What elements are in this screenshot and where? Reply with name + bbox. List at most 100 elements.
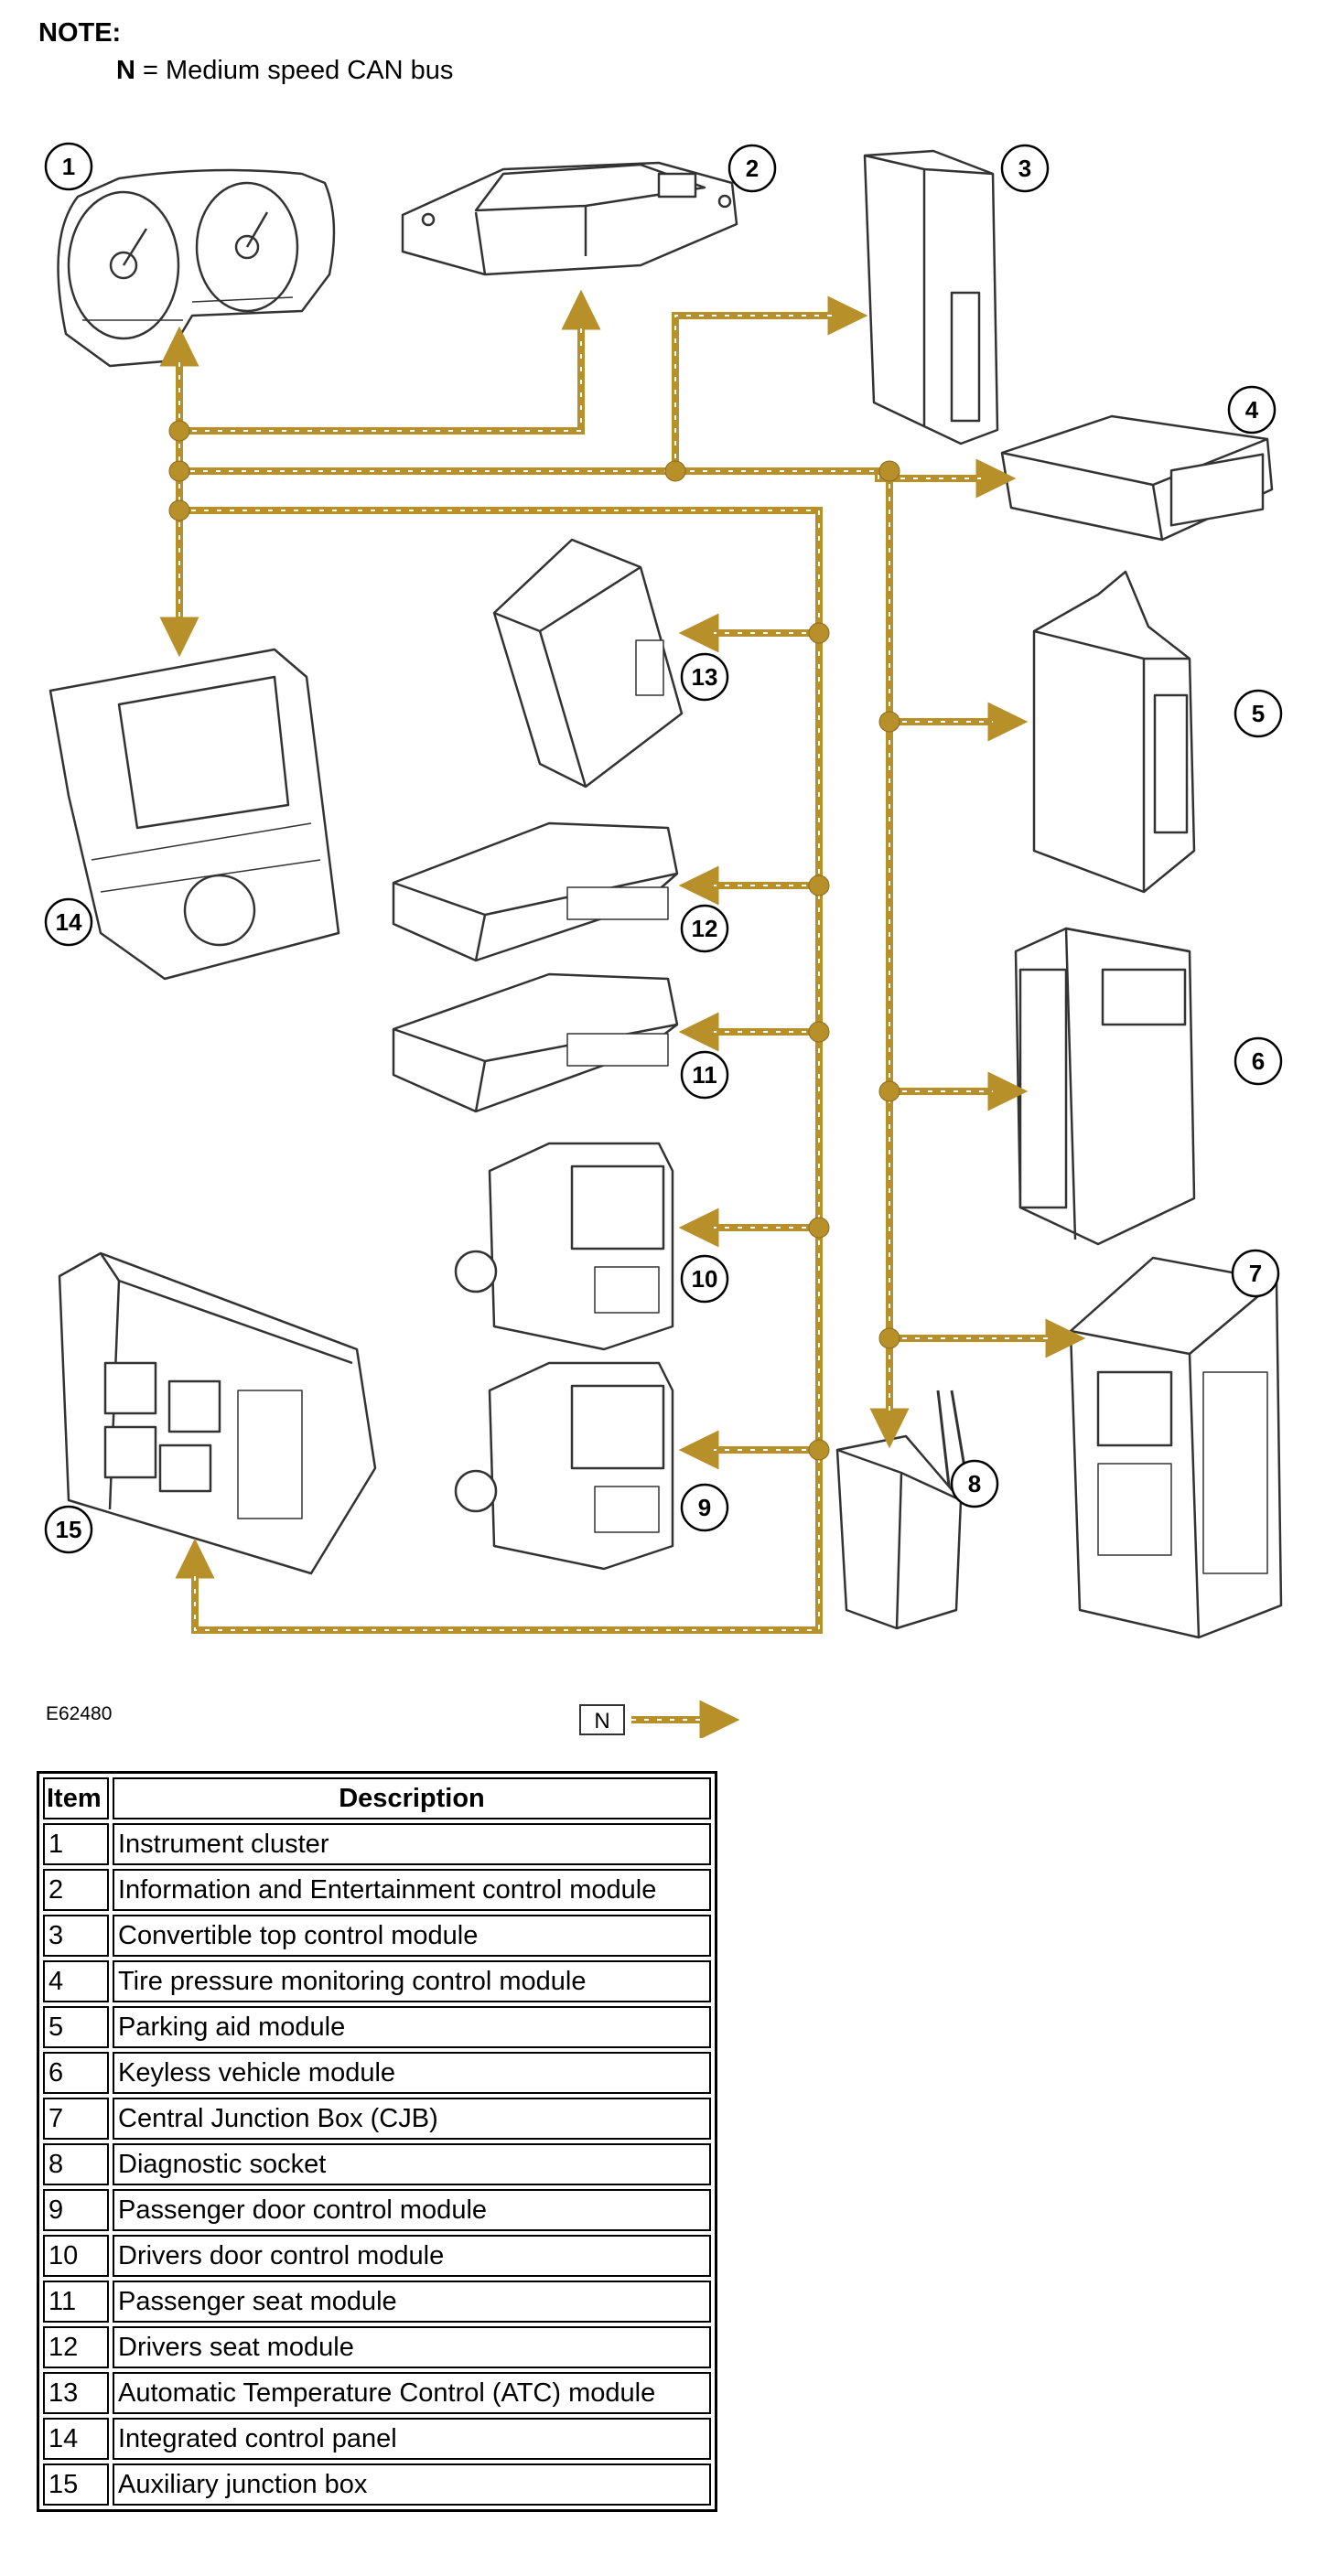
callout-circle: [44, 1505, 93, 1554]
note-block: NOTE: N = Medium speed CAN bus: [38, 18, 453, 86]
item-number: 10: [43, 2235, 109, 2277]
callout-number: 11: [692, 1061, 717, 1089]
callout-circle: [44, 897, 93, 947]
callout-number: 8: [968, 1470, 981, 1497]
seat-module-icon: [392, 972, 679, 1113]
callout-8: 8: [950, 1459, 999, 1508]
callout-number: 14: [56, 908, 82, 936]
item-description: Drivers seat module: [113, 2326, 711, 2368]
callout-14: 14: [44, 897, 93, 947]
seat-module-icon: [392, 821, 679, 962]
junction-box-icon: [1069, 1256, 1283, 1639]
note-line: N = Medium speed CAN bus: [116, 56, 453, 86]
item-number: 5: [43, 2006, 109, 2048]
callout-circle: [44, 142, 93, 191]
item-number: 4: [43, 1960, 109, 2002]
legend-key-symbol: N: [594, 1709, 609, 1733]
callout-circle: [1231, 1249, 1280, 1298]
item-number: 15: [43, 2463, 109, 2506]
item-description: Parking aid module: [113, 2006, 711, 2048]
item-description: Tire pressure monitoring control module: [113, 1960, 711, 2002]
callout-number: 4: [1245, 396, 1259, 424]
callout-circle: [680, 1483, 729, 1532]
callout-12: 12: [680, 904, 729, 953]
callout-circle: [680, 652, 729, 702]
callout-7: 7: [1231, 1249, 1280, 1298]
callout-number: 1: [62, 153, 75, 180]
callout-circle: [680, 904, 729, 953]
callout-circle: [1227, 385, 1277, 435]
item-description: Convertible top control module: [113, 1915, 711, 1957]
item-number: 6: [43, 2052, 109, 2094]
item-description: Automatic Temperature Control (ATC) modu…: [113, 2372, 711, 2414]
note-symbol: N: [116, 56, 135, 85]
callout-number: 5: [1252, 700, 1265, 727]
item-description: Integrated control panel: [113, 2418, 711, 2460]
callout-number: 2: [746, 155, 759, 182]
callout-number: 7: [1249, 1260, 1262, 1287]
item-number: 12: [43, 2326, 109, 2368]
control-module-icon: [1000, 414, 1274, 542]
callout-5: 5: [1234, 689, 1283, 738]
callout-circle: [950, 1459, 999, 1508]
callout-1: 1: [44, 142, 93, 191]
note-heading: NOTE:: [38, 18, 122, 48]
item-number: 13: [43, 2372, 109, 2414]
control-panel-icon: [48, 648, 340, 981]
item-description: Diagnostic socket: [113, 2143, 711, 2185]
callout-11: 11: [680, 1050, 729, 1100]
header-description: Description: [113, 1777, 711, 1819]
callout-13: 13: [680, 652, 729, 702]
diagnostic-connector-icon: [835, 1390, 972, 1630]
callout-number: 15: [56, 1516, 82, 1543]
door-module-icon: [454, 1361, 674, 1571]
table-header-row: Item Description: [43, 1777, 711, 1819]
junction-box-icon: [58, 1251, 377, 1575]
callout-6: 6: [1234, 1036, 1283, 1086]
callout-number: 12: [692, 915, 718, 942]
item-description: Information and Entertainment control mo…: [113, 1869, 711, 1911]
item-description: Keyless vehicle module: [113, 2052, 711, 2094]
item-number: 2: [43, 1869, 109, 1911]
callout-number: 3: [1018, 155, 1031, 182]
item-number: 8: [43, 2143, 109, 2185]
note-text: = Medium speed CAN bus: [143, 56, 454, 85]
control-module-icon: [863, 149, 999, 445]
item-number: 7: [43, 2098, 109, 2140]
figure-id: E62480: [46, 1703, 113, 1724]
header-item: Item: [43, 1777, 109, 1819]
callout-circle: [727, 144, 777, 193]
callout-3: 3: [1000, 144, 1050, 193]
legend-key: N: [579, 1700, 740, 1738]
instrument-cluster-icon: [57, 168, 336, 368]
item-number: 14: [43, 2418, 109, 2460]
item-number: 11: [43, 2281, 109, 2323]
item-number: 3: [43, 1915, 109, 1957]
item-description: Passenger door control module: [113, 2189, 711, 2231]
callout-number: 13: [692, 663, 718, 691]
item-description: Drivers door control module: [113, 2235, 711, 2277]
callout-circle: [1234, 689, 1283, 738]
callout-circle: [680, 1254, 729, 1304]
callout-number: 6: [1252, 1047, 1265, 1075]
callout-number: 10: [692, 1265, 718, 1293]
control-module-icon: [1014, 927, 1196, 1246]
control-module-icon: [1032, 570, 1196, 894]
callout-2: 2: [727, 144, 777, 193]
